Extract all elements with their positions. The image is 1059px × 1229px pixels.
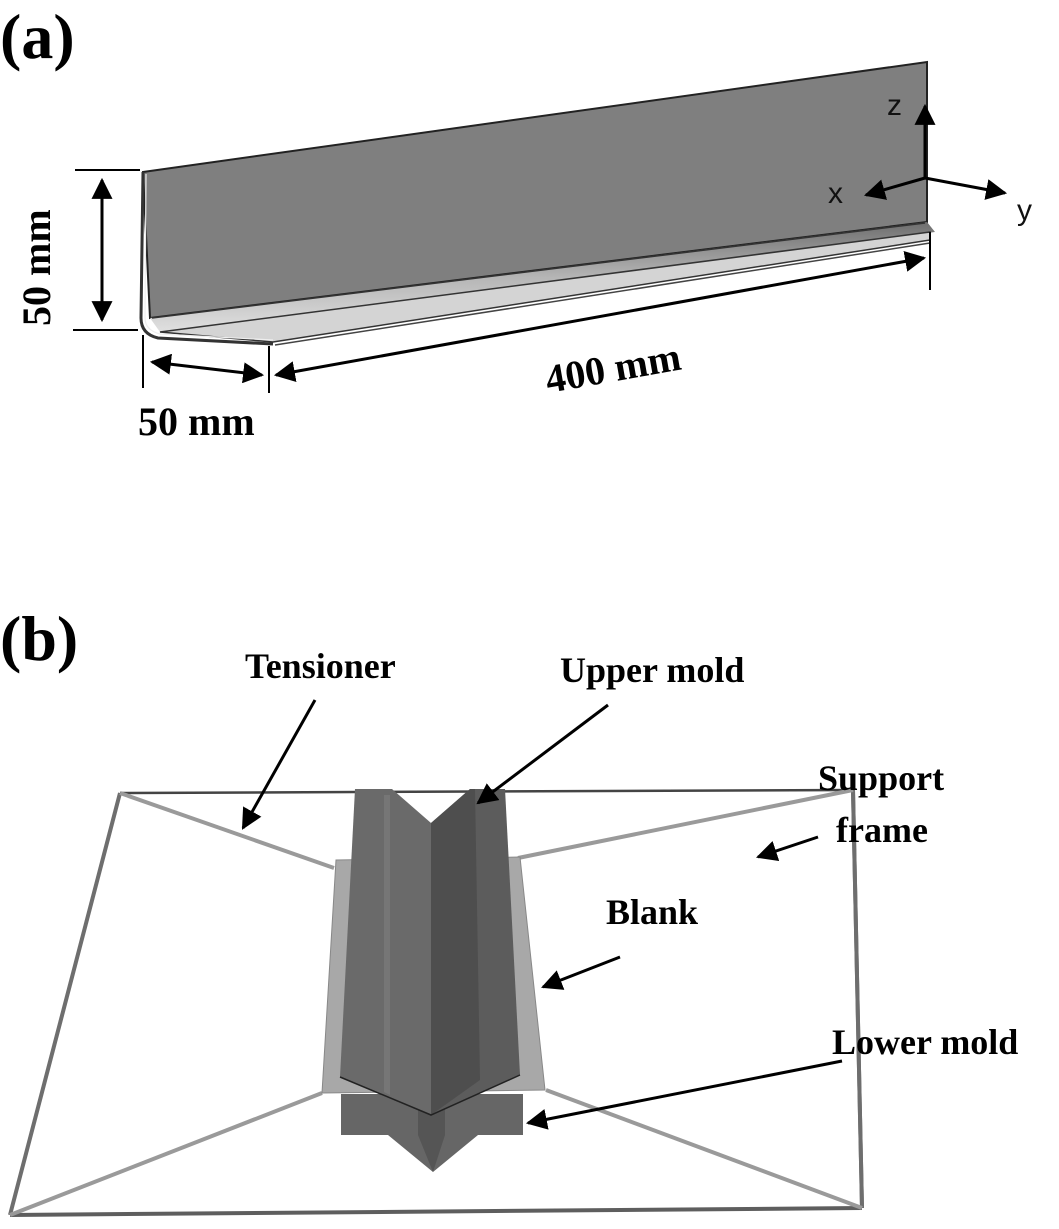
dim-width-label: 50 mm [138,399,255,444]
blank-arrow [541,955,621,990]
panel-b-label: (b) [0,603,78,674]
blank-label: Blank [606,892,698,932]
tensioner-arrow [241,699,317,830]
z-axis-label: z [887,89,902,122]
tensioners [9,788,863,1217]
y-axis-arrow [924,176,1008,200]
channel-edge [139,171,274,346]
coordinate-axes: z x y [828,89,1032,227]
y-axis-label: y [1017,194,1032,227]
dim-length-label: 400 mm [542,334,684,402]
callout-arrows [241,699,843,1130]
support-frame-arrow [756,835,819,861]
lower-mold-shade [418,1094,445,1172]
upper-mold [339,789,521,1116]
panel-a-label: (a) [0,1,75,72]
dimension-height: 50 mm [14,169,140,331]
lower-mold-label: Lower mold [832,1022,1018,1062]
support-frame-label-line2: frame [836,810,928,850]
lower-mold-arrow [525,1059,843,1130]
panel-a: (a) 50 mm 50 mm [0,1,1032,444]
support-frame-label-line1: Support [818,758,944,798]
dimension-width: 50 mm [138,335,270,444]
dim-height-label: 50 mm [14,209,59,326]
panel-b: (b) [0,603,1018,1217]
x-axis-arrow [863,176,926,200]
l-channel-part [139,60,935,346]
upper-mold-arrow [476,703,609,805]
upper-mold-label: Upper mold [560,650,744,690]
length-arrow [273,251,927,382]
x-axis-label: x [828,177,843,210]
channel-edge-highlight [144,173,274,341]
width-arrow [149,353,265,384]
tensioner-label: Tensioner [245,646,396,686]
